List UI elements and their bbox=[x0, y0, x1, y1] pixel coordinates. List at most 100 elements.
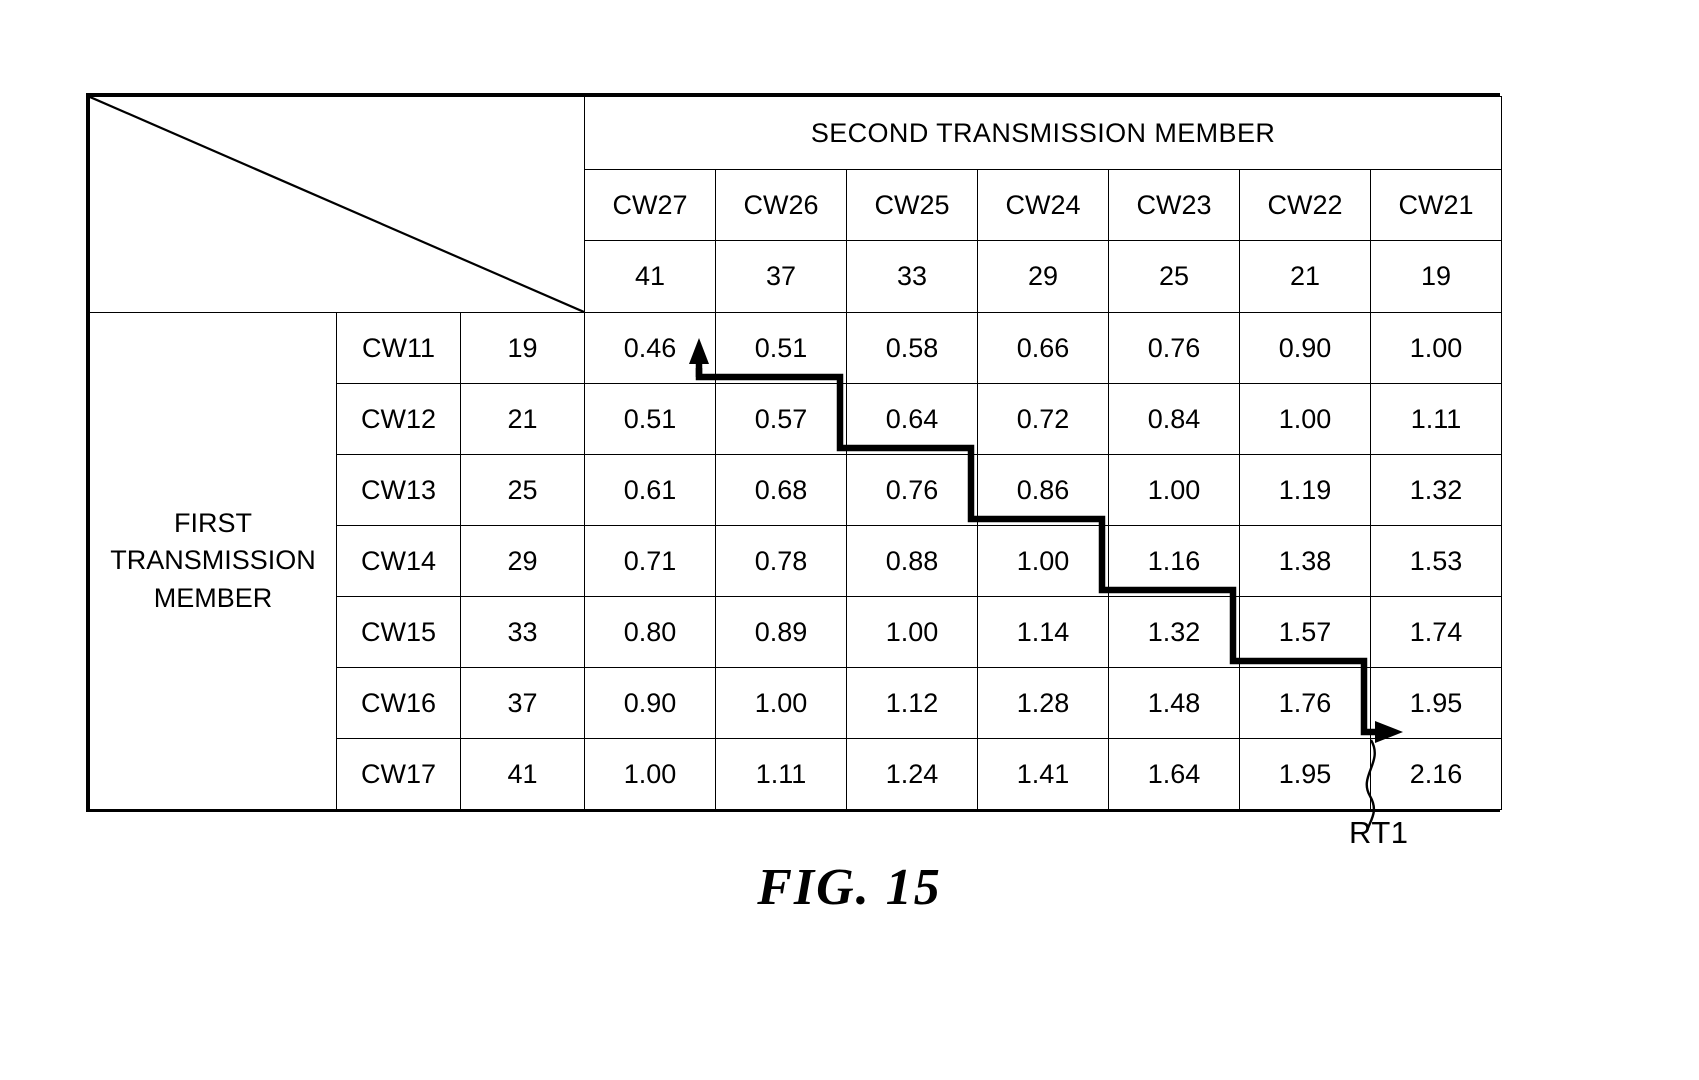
cell-value: 0.51 bbox=[754, 332, 808, 363]
cell-cw16-cw22: 1.76 bbox=[1239, 667, 1372, 739]
cell-value: 1.00 bbox=[1409, 332, 1463, 363]
cell-value: 1.76 bbox=[1278, 687, 1332, 718]
cell-cw13-cw23: 1.00 bbox=[1108, 454, 1241, 526]
cell-cw14-cw21: 1.53 bbox=[1370, 525, 1503, 597]
row-header-cw16: CW16 bbox=[336, 667, 461, 739]
corner-diagonal-icon bbox=[90, 97, 584, 312]
column-header-cw27: CW27 bbox=[584, 169, 717, 241]
cell-cw17-cw25: 1.24 bbox=[846, 738, 979, 810]
row-count-37: 37 bbox=[459, 667, 586, 739]
cell-value: 1.28 bbox=[1016, 687, 1070, 718]
cell-cw13-cw27: 0.61 bbox=[584, 454, 717, 526]
cell-cw12-cw22: 1.00 bbox=[1239, 383, 1372, 455]
cell-cw17-cw24: 1.41 bbox=[977, 738, 1110, 810]
matrix-grid: SECOND TRANSMISSION MEMBER CW27 CW26 CW2… bbox=[88, 96, 1503, 810]
cell-value: 1.38 bbox=[1278, 545, 1332, 576]
corner-cell bbox=[88, 96, 586, 313]
cell-cw12-cw23: 0.84 bbox=[1108, 383, 1241, 455]
cell-value: 1.64 bbox=[1147, 758, 1201, 789]
cell-value: 1.41 bbox=[1016, 758, 1070, 789]
cell-value: 1.53 bbox=[1409, 545, 1463, 576]
cell-value: 0.57 bbox=[754, 403, 808, 434]
cell-value: 1.95 bbox=[1409, 687, 1463, 718]
figure-caption-text: FIG. 15 bbox=[757, 859, 942, 916]
cell-value: 1.48 bbox=[1147, 687, 1201, 718]
cell-cw16-cw23: 1.48 bbox=[1108, 667, 1241, 739]
cell-value: 1.95 bbox=[1278, 758, 1332, 789]
cell-cw14-cw23: 1.16 bbox=[1108, 525, 1241, 597]
cell-value: 1.74 bbox=[1409, 616, 1463, 647]
cell-cw16-cw25: 1.12 bbox=[846, 667, 979, 739]
table-row: CW17 41 1.00 1.11 1.24 1.41 1.64 1.95 2.… bbox=[90, 738, 1503, 810]
cell-value: 0.51 bbox=[623, 403, 677, 434]
cell-value: 0.76 bbox=[885, 474, 939, 505]
cell-value: 0.89 bbox=[754, 616, 808, 647]
cell-cw15-cw25: 1.00 bbox=[846, 596, 979, 668]
cell-cw16-cw26: 1.00 bbox=[715, 667, 848, 739]
cell-value: 1.32 bbox=[1409, 474, 1463, 505]
cell-cw14-cw26: 0.78 bbox=[715, 525, 848, 597]
cell-value: 1.00 bbox=[885, 616, 939, 647]
cell-value: 1.19 bbox=[1278, 474, 1332, 505]
cell-value: 0.46 bbox=[623, 332, 677, 363]
cell-cw17-cw23: 1.64 bbox=[1108, 738, 1241, 810]
cell-value: 1.00 bbox=[1147, 474, 1201, 505]
cell-cw14-cw22: 1.38 bbox=[1239, 525, 1372, 597]
cell-cw17-cw21: 2.16 bbox=[1370, 738, 1503, 810]
cell-cw13-cw24: 0.86 bbox=[977, 454, 1110, 526]
second-transmission-member-title: SECOND TRANSMISSION MEMBER bbox=[584, 96, 1503, 170]
cell-value: 1.32 bbox=[1147, 616, 1201, 647]
cell-value: 1.00 bbox=[754, 687, 808, 718]
column-count-21: 21 bbox=[1239, 240, 1372, 313]
cell-cw11-cw23: 0.76 bbox=[1108, 312, 1241, 384]
cell-cw14-cw25: 0.88 bbox=[846, 525, 979, 597]
figure-caption: FIG. 15 bbox=[0, 858, 1699, 917]
column-count-19: 19 bbox=[1370, 240, 1503, 313]
header-count-row: 41 37 33 29 25 21 19 bbox=[90, 240, 1503, 313]
row-header-cw12: CW12 bbox=[336, 383, 461, 455]
cell-value: 1.12 bbox=[885, 687, 939, 718]
cell-value: 1.00 bbox=[1278, 403, 1332, 434]
cell-value: 0.64 bbox=[885, 403, 939, 434]
row-count-21: 21 bbox=[459, 383, 586, 455]
column-header-cw23: CW23 bbox=[1108, 169, 1241, 241]
cell-value: 0.72 bbox=[1016, 403, 1070, 434]
cell-cw16-cw27: 0.90 bbox=[584, 667, 717, 739]
cell-value: 0.58 bbox=[885, 332, 939, 363]
cell-cw13-cw26: 0.68 bbox=[715, 454, 848, 526]
row-header-cw13: CW13 bbox=[336, 454, 461, 526]
cell-value: 1.16 bbox=[1147, 545, 1201, 576]
rt1-callout-label: RT1 bbox=[1349, 815, 1409, 850]
row-count-19: 19 bbox=[459, 312, 586, 384]
side-title-line-2: TRANSMISSION bbox=[110, 545, 316, 576]
cell-cw15-cw23: 1.32 bbox=[1108, 596, 1241, 668]
cell-cw12-cw27: 0.51 bbox=[584, 383, 717, 455]
cell-cw15-cw27: 0.80 bbox=[584, 596, 717, 668]
column-count-29: 29 bbox=[977, 240, 1110, 313]
side-title-line-3: MEMBER bbox=[153, 582, 273, 613]
cell-value: 0.80 bbox=[623, 616, 677, 647]
row-count-25: 25 bbox=[459, 454, 586, 526]
header-code-row: CW27 CW26 CW25 CW24 CW23 CW22 CW21 bbox=[90, 169, 1503, 241]
column-header-cw24: CW24 bbox=[977, 169, 1110, 241]
cell-cw14-cw24: 1.00 bbox=[977, 525, 1110, 597]
cell-cw13-cw22: 1.19 bbox=[1239, 454, 1372, 526]
cell-value: 0.86 bbox=[1016, 474, 1070, 505]
cell-cw11-cw27: 0.46 bbox=[584, 312, 717, 384]
row-header-cw14: CW14 bbox=[336, 525, 461, 597]
cell-cw13-cw25: 0.76 bbox=[846, 454, 979, 526]
column-count-25: 25 bbox=[1108, 240, 1241, 313]
cell-value: 0.71 bbox=[623, 545, 677, 576]
first-transmission-member-title: FIRST TRANSMISSION MEMBER bbox=[89, 312, 337, 810]
cell-cw11-cw26: 0.51 bbox=[715, 312, 848, 384]
cell-cw15-cw21: 1.74 bbox=[1370, 596, 1503, 668]
column-header-cw22: CW22 bbox=[1239, 169, 1372, 241]
cell-value: 1.00 bbox=[1016, 545, 1070, 576]
cell-value: 1.24 bbox=[885, 758, 939, 789]
cell-cw12-cw25: 0.64 bbox=[846, 383, 979, 455]
cell-value: 0.90 bbox=[1278, 332, 1332, 363]
cell-value: 0.78 bbox=[754, 545, 808, 576]
cell-cw17-cw27: 1.00 bbox=[584, 738, 717, 810]
cell-value: 1.57 bbox=[1278, 616, 1332, 647]
row-count-41: 41 bbox=[459, 738, 586, 810]
